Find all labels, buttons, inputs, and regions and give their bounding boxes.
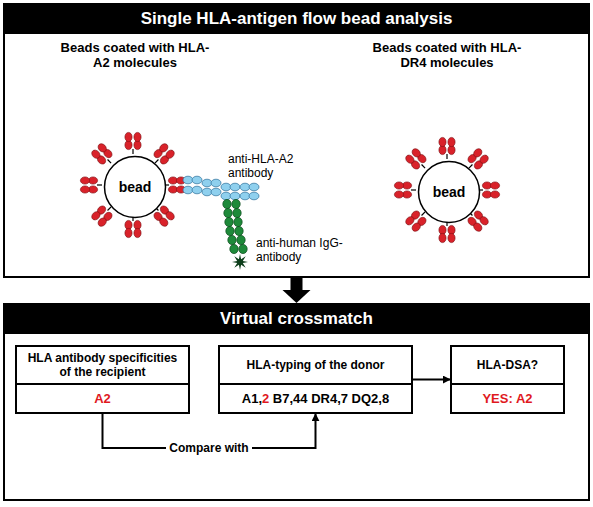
antibody-domain	[221, 192, 231, 200]
igg-domain	[225, 217, 233, 226]
igg-domain	[234, 217, 242, 226]
antibody-domain	[240, 183, 250, 191]
hla-molecule	[96, 142, 108, 154]
hla-molecule	[439, 137, 446, 146]
antibody-domain	[202, 188, 212, 196]
part-label: anti-human IgG-antibody	[256, 236, 366, 264]
hla-molecule	[490, 191, 499, 198]
hla-molecule	[439, 233, 446, 242]
antibody-domain	[192, 176, 202, 184]
box-value: A1,2 B7,44 DR4,7 DQ2,8	[220, 385, 411, 412]
hla-molecule	[90, 210, 102, 222]
antibody-domain	[183, 186, 193, 194]
antigen-stem	[97, 184, 102, 185]
hla-molecule	[472, 221, 484, 233]
hla-molecule	[125, 132, 132, 141]
connector-line	[413, 379, 450, 381]
igg-domain	[226, 226, 234, 235]
antigen-stem	[422, 165, 426, 169]
section-panel: Virtual crossmatchHLA antibody specifici…	[3, 303, 590, 501]
antigen-stem	[108, 207, 112, 211]
hla-molecule	[478, 153, 490, 165]
antigen-stem	[132, 149, 133, 154]
panel-header: Single HLA-antigen flow bead analysis	[5, 5, 588, 34]
box-heading: HLA-DSA?	[452, 347, 563, 385]
connector-label: Compare with	[166, 441, 251, 455]
hla-molecule	[125, 228, 132, 237]
result-box: HLA-typing of the donorA1,2 B7,44 DR4,7 …	[218, 345, 413, 414]
antibody-domain	[249, 183, 259, 191]
igg-domain	[224, 208, 232, 217]
panel-header: Virtual crossmatch	[5, 305, 588, 334]
antibody-domain	[249, 192, 259, 200]
bead-circle-line	[105, 157, 166, 218]
igg-domain	[233, 208, 241, 217]
hla-molecule	[410, 147, 422, 159]
connector	[283, 278, 311, 303]
antibody-domain	[221, 183, 231, 191]
hla-molecule	[394, 182, 403, 189]
igg-domain	[223, 199, 231, 208]
antibody-domain	[230, 192, 240, 200]
antigen-stem	[422, 212, 426, 216]
arrow-shaft	[291, 278, 303, 291]
bead-heading: Beads coated with HLA-DR4 molecules	[367, 40, 527, 70]
igg-domain	[237, 235, 245, 244]
hla-molecule	[448, 137, 455, 146]
antibody-domain	[230, 183, 240, 191]
igg-domain	[232, 199, 240, 208]
hla-molecule	[448, 233, 455, 242]
hla-molecule	[394, 191, 403, 198]
hla-molecule	[134, 132, 141, 141]
bead-heading: Beads coated with HLA-A2 molecules	[55, 40, 215, 70]
antigen-stem	[108, 160, 112, 164]
bead-label: bead	[119, 179, 152, 195]
bead-circle-line	[419, 162, 480, 223]
hla-molecule	[80, 177, 89, 184]
hla-molecule	[490, 182, 499, 189]
result-box: HLA-DSA?YES: A2	[450, 345, 565, 414]
antibody-domain	[183, 176, 193, 184]
hla-molecule	[158, 216, 170, 228]
antigen-stem	[155, 160, 159, 164]
box-heading: HLA-typing of the donor	[220, 347, 411, 385]
hla-molecule	[80, 186, 89, 193]
antigen-stem	[446, 154, 447, 159]
part-label: anti-HLA-A2 antibody	[228, 152, 338, 180]
igg-domain	[228, 235, 236, 244]
box-value: YES: A2	[452, 385, 563, 412]
bead-circle: bead	[417, 160, 481, 224]
antibody-domain	[240, 192, 250, 200]
bead-circle: bead	[103, 155, 167, 219]
igg-domain	[230, 244, 238, 253]
hla-molecule	[134, 228, 141, 237]
fluorochrome-star	[232, 254, 248, 270]
box-heading: HLA antibody specificities of the recipi…	[17, 347, 188, 385]
bead-label: bead	[433, 184, 466, 200]
antibody-domain	[192, 186, 202, 194]
antigen-stem	[469, 165, 473, 169]
antigen-stem	[411, 189, 416, 190]
hla-molecule	[164, 148, 176, 160]
igg-domain	[235, 226, 243, 235]
result-box: HLA antibody specificities of the recipi…	[15, 345, 190, 414]
antibody-domain	[211, 188, 221, 196]
antibody-domain	[202, 179, 212, 187]
antibody-domain	[211, 179, 221, 187]
hla-molecule	[404, 215, 416, 227]
igg-domain	[239, 244, 247, 253]
connector	[413, 379, 450, 380]
box-value: A2	[17, 385, 188, 412]
arrow-head	[283, 290, 311, 303]
